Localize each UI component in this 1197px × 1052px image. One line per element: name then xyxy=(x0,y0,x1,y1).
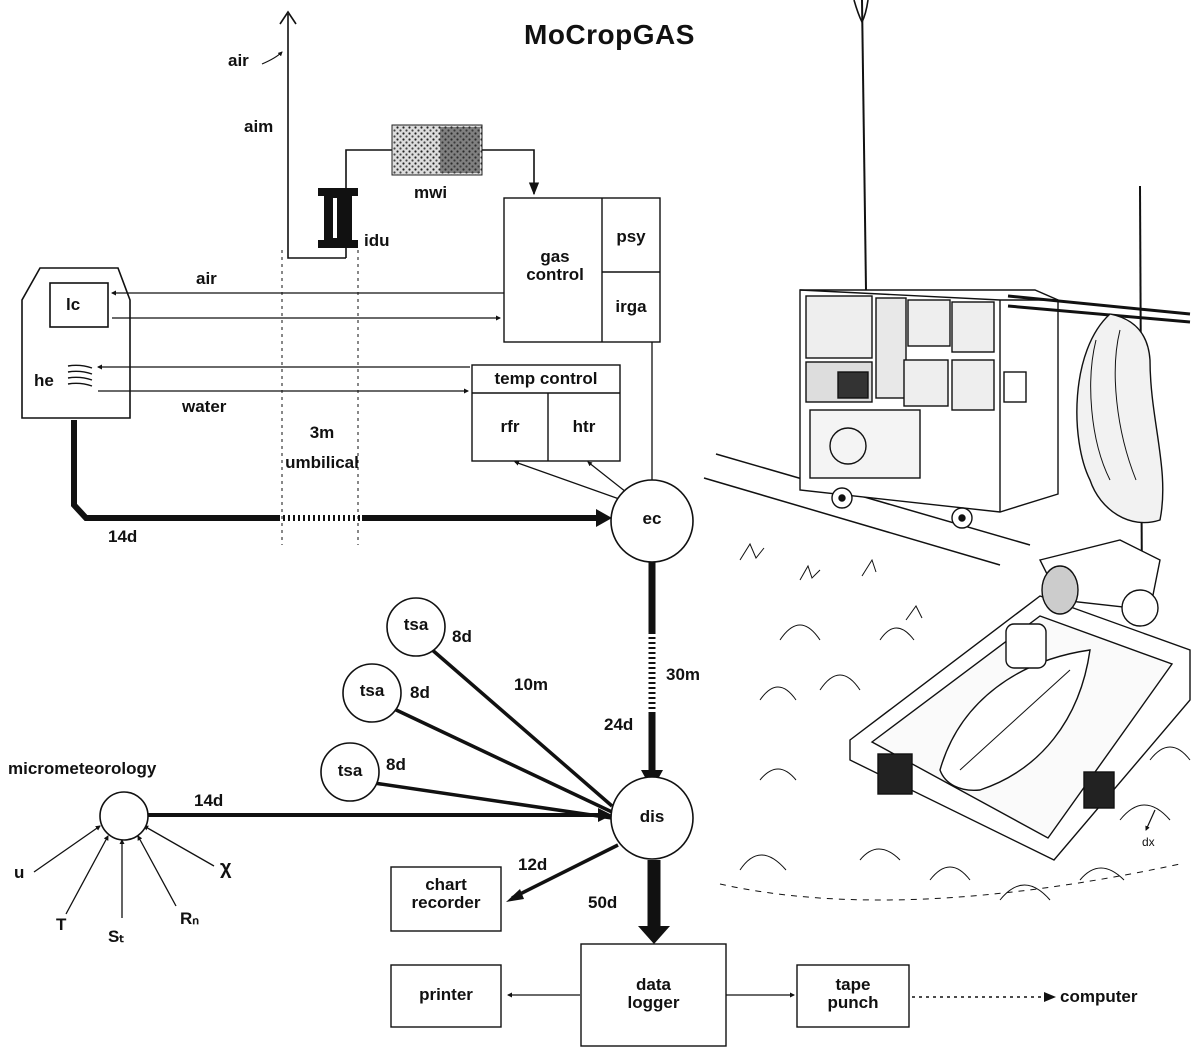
idu-label: idu xyxy=(364,232,390,250)
cable-micromet-label: 14d xyxy=(194,792,223,810)
data-logger-label: data logger xyxy=(581,976,726,1012)
mwi-label: mwi xyxy=(414,184,447,202)
tsa-label-1: tsa xyxy=(392,616,440,634)
var-Rn-label: Rₙ xyxy=(180,910,199,928)
irga-label: irga xyxy=(602,298,660,316)
temp-control-label: temp control xyxy=(472,370,620,388)
cable-ec-dis-label: 24d xyxy=(604,716,633,734)
field-apparatus-illustration xyxy=(704,0,1190,900)
var-St-label: Sₜ xyxy=(108,928,124,946)
tape-punch-label: tape punch xyxy=(797,976,909,1012)
psy-label: psy xyxy=(602,228,660,246)
cable-chart-label: 12d xyxy=(518,856,547,874)
cable-tsa3-label: 8d xyxy=(386,756,406,774)
lc-label: lc xyxy=(66,296,80,314)
leaf-chamber xyxy=(22,268,130,418)
cable-tsa1-label: 8d xyxy=(452,628,472,646)
micromet-node xyxy=(100,792,148,840)
node-circles xyxy=(100,480,693,859)
diagram-title: MoCropGAS xyxy=(524,20,695,49)
tsa-label-2: tsa xyxy=(348,682,396,700)
umbilical-lines xyxy=(98,250,504,545)
aim-label: aim xyxy=(244,118,273,136)
umbilical-water-label: water xyxy=(182,398,226,416)
cable-leaf-ec-label: 14d xyxy=(108,528,137,546)
cable-ec-dis-length-label: 30m xyxy=(666,666,700,684)
var-chi-label: χ xyxy=(220,858,232,879)
umbilical-air-label: air xyxy=(196,270,217,288)
htr-label: htr xyxy=(548,418,620,436)
tsa-label-3: tsa xyxy=(326,762,374,780)
cable-tsa2-label: 8d xyxy=(410,684,430,702)
computer-label: computer xyxy=(1060,988,1137,1006)
printer-label: printer xyxy=(391,986,501,1004)
illustration-dx-label: dx xyxy=(1142,836,1155,849)
umbilical-length-label: 3m xyxy=(292,424,352,442)
var-T-label: T xyxy=(56,916,66,934)
cable-logger-label: 50d xyxy=(588,894,617,912)
chart-recorder-label: chart recorder xyxy=(391,876,501,912)
rfr-label: rfr xyxy=(472,418,548,436)
umbilical-name-label: umbilical xyxy=(266,454,378,472)
he-label: he xyxy=(34,372,54,390)
dis-label: dis xyxy=(622,808,682,826)
idu-unit xyxy=(318,188,358,258)
ec-label: ec xyxy=(622,510,682,528)
air-exhaust-label: air xyxy=(228,52,249,70)
var-u-label: u xyxy=(14,864,24,882)
gas-control-label: gas control xyxy=(508,248,602,284)
cable-tsa-length-label: 10m xyxy=(514,676,548,694)
micrometeorology-label: micrometeorology xyxy=(8,760,156,778)
